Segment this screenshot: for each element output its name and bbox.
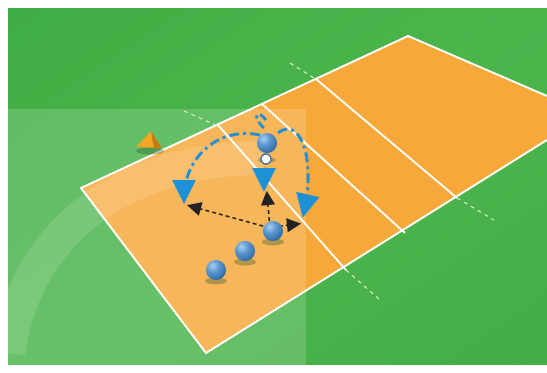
volleyball-icon <box>261 154 271 164</box>
player-3 <box>205 260 227 285</box>
player-1 <box>262 221 284 246</box>
drill-canvas <box>8 8 547 365</box>
drill-scene <box>8 8 547 365</box>
player-setter <box>257 133 277 164</box>
player-2 <box>234 241 256 266</box>
